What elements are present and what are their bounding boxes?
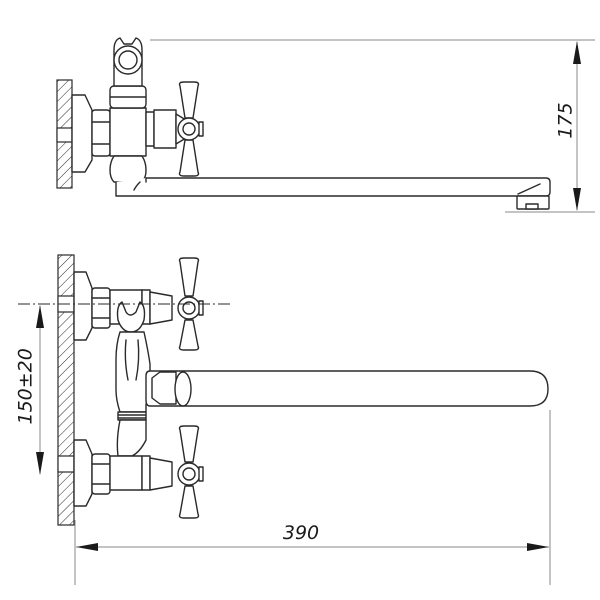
wall-section-front (57, 254, 75, 526)
hex-nut-lower (91, 453, 111, 495)
front-view (18, 254, 549, 526)
swivel-ring (113, 45, 143, 75)
hex-nut-top (91, 109, 111, 157)
diverter-body (115, 331, 151, 413)
arrow-left-icon (76, 543, 98, 551)
valve-body-lower (109, 455, 143, 491)
body-lower-top (109, 155, 147, 183)
dimension-label-175: 175 (554, 102, 577, 139)
cross-handle-lower-bottom (178, 485, 200, 519)
handle-hub-lower (177, 462, 201, 486)
cartridge-collar (145, 111, 155, 147)
spout-collar (174, 371, 192, 407)
escutcheon-lower (73, 439, 93, 507)
top-view (56, 37, 551, 210)
cross-handle-upper-top (178, 257, 200, 297)
dimension-label-150: 150±20 (14, 348, 37, 425)
escutcheon-top (71, 94, 93, 173)
arrow-up-icon (36, 305, 44, 328)
cross-handle-top-lower (178, 139, 200, 177)
escutcheon-upper (73, 271, 93, 341)
dimension-150 (36, 305, 44, 475)
spout-front (145, 370, 549, 407)
cross-handle-upper-bottom (178, 319, 200, 351)
valve-body-top (109, 107, 147, 157)
arrow-down-icon (36, 452, 44, 475)
arrow-up-icon (573, 41, 581, 64)
spout-nut (151, 371, 177, 405)
dimension-label-390: 390 (282, 522, 320, 544)
dimension-390 (74, 410, 551, 585)
dimension-175 (150, 39, 595, 213)
wall-section-top (56, 79, 73, 189)
handle-hub-upper (177, 296, 201, 320)
arrow-down-icon (573, 188, 581, 211)
handle-hub-top (177, 117, 201, 141)
hex-nut-upper (91, 287, 111, 329)
cross-handle-lower-top (178, 425, 200, 463)
spout-top (115, 177, 551, 197)
thread-ring (117, 411, 147, 421)
arrow-right-icon (527, 543, 549, 551)
cross-handle-top-upper (178, 81, 200, 119)
cartridge-body (153, 109, 177, 149)
